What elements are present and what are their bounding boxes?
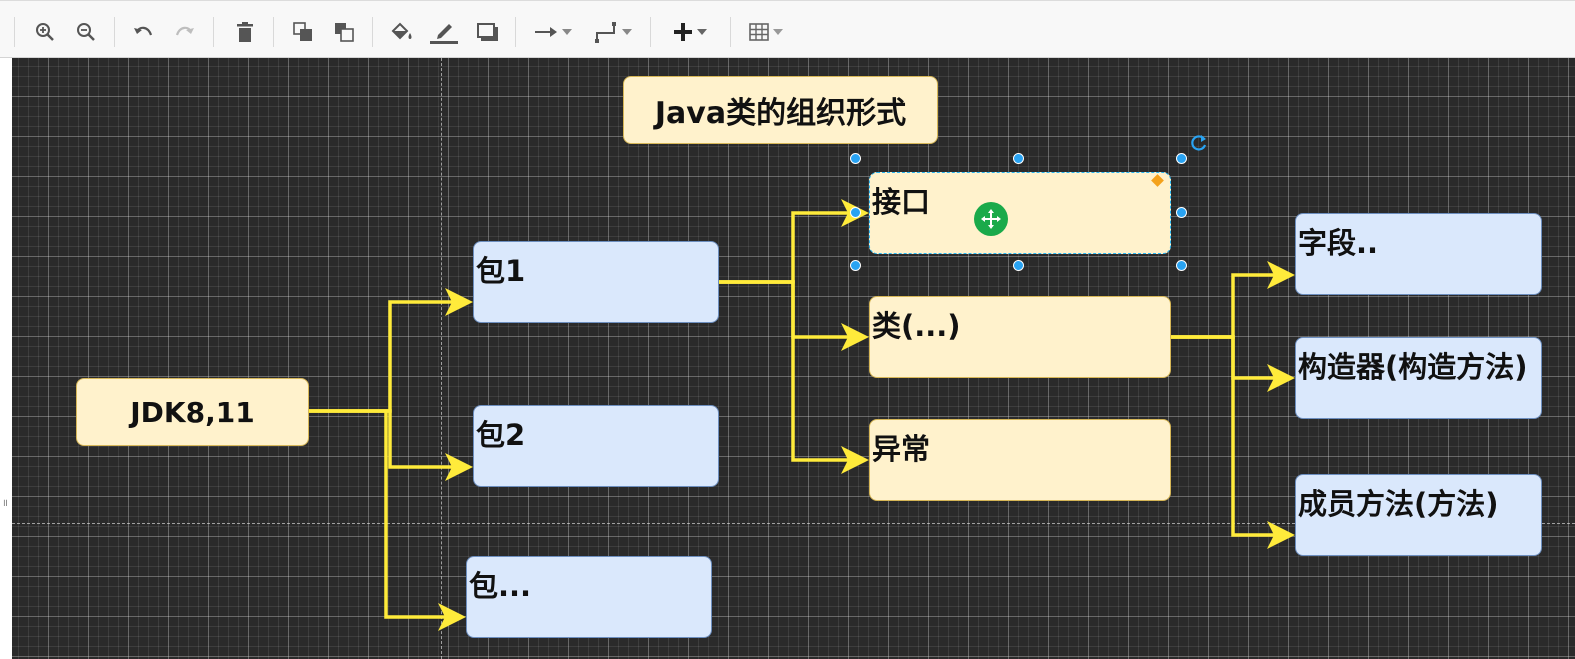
connector-package-to-exception: [719, 280, 869, 474]
connector-package-to-class: [719, 280, 869, 351]
constructor-node-label: 构造器(构造方法): [1298, 350, 1528, 384]
connector-package-to-interface: [719, 199, 869, 284]
connector-class-to-methods: [1171, 335, 1295, 549]
methods-node-label: 成员方法(方法): [1298, 487, 1499, 521]
to-front-icon[interactable]: [288, 15, 318, 49]
package-node[interactable]: 包1: [473, 241, 719, 323]
package-node-label: 包...: [469, 569, 532, 603]
table-icon[interactable]: [743, 15, 789, 49]
toolbar-divider: [650, 17, 651, 47]
drag-grip-icon[interactable]: ॥: [2, 498, 8, 509]
redo-icon[interactable]: [170, 15, 200, 49]
toolbar-divider: [273, 17, 274, 47]
resize-handle-se[interactable]: [1176, 260, 1187, 271]
delete-icon[interactable]: [230, 15, 260, 49]
resize-handle-nw[interactable]: [850, 153, 861, 164]
interface-node[interactable]: 接口: [869, 172, 1171, 254]
page-break-guide: [441, 58, 442, 659]
chevron-down-icon: [697, 29, 707, 35]
interface-node-label: 接口: [872, 185, 931, 219]
toolbar-divider: [730, 17, 731, 47]
resize-handle-s[interactable]: [1013, 260, 1024, 271]
connection-arrow-icon[interactable]: [530, 15, 576, 49]
shadow-icon[interactable]: [473, 15, 503, 49]
diagram-title-text: Java类的组织形式: [654, 96, 907, 131]
resize-handle-e[interactable]: [1176, 207, 1187, 218]
page-break-guide: [12, 523, 1575, 524]
toolbar: [0, 0, 1575, 58]
fields-node-label: 字段..: [1298, 226, 1379, 260]
waypoint-style-icon[interactable]: [590, 15, 636, 49]
diagram-title-node[interactable]: Java类的组织形式: [623, 76, 938, 144]
connector-root-to-package-more: [309, 409, 466, 631]
fill-color-icon[interactable]: [387, 15, 417, 49]
toolbar-divider: [372, 17, 373, 47]
connector-root-to-package-1: [309, 288, 473, 413]
resize-handle-ne[interactable]: [1176, 153, 1187, 164]
class-node[interactable]: 类(...): [869, 296, 1171, 378]
to-back-icon[interactable]: [329, 15, 359, 49]
resize-handle-w[interactable]: [850, 207, 861, 218]
sidebar-collapse-gutter[interactable]: ॥: [0, 58, 12, 659]
toolbar-divider: [14, 17, 15, 47]
move-handle-icon[interactable]: [974, 202, 1008, 236]
chevron-down-icon: [562, 29, 572, 35]
exception-node-label: 异常: [872, 432, 931, 466]
methods-node[interactable]: 成员方法(方法): [1295, 474, 1542, 556]
chevron-down-icon: [773, 29, 783, 35]
package-node-label: 包2: [476, 418, 526, 452]
connector-class-to-fields: [1171, 261, 1295, 339]
zoom-out-icon[interactable]: [71, 15, 101, 49]
insert-plus-icon[interactable]: [666, 15, 714, 49]
undo-icon[interactable]: [128, 15, 158, 49]
root-node-label: JDK8,11: [130, 395, 255, 429]
class-node-label: 类(...): [872, 309, 961, 343]
resize-handle-n[interactable]: [1013, 153, 1024, 164]
fields-node[interactable]: 字段..: [1295, 213, 1542, 295]
rotate-handle-icon[interactable]: [1189, 133, 1209, 158]
package-node-label: 包1: [476, 254, 526, 288]
root-node[interactable]: JDK8,11: [76, 378, 309, 446]
package-node[interactable]: 包2: [473, 405, 719, 487]
toolbar-divider: [213, 17, 214, 47]
package-node[interactable]: 包...: [466, 556, 712, 638]
toolbar-divider: [515, 17, 516, 47]
connector-class-to-constructor: [1171, 335, 1295, 392]
resize-handle-sw[interactable]: [850, 260, 861, 271]
constructor-node[interactable]: 构造器(构造方法): [1295, 337, 1542, 419]
chevron-down-icon: [622, 29, 632, 35]
zoom-in-icon[interactable]: [30, 15, 60, 49]
exception-node[interactable]: 异常: [869, 419, 1171, 501]
toolbar-divider: [114, 17, 115, 47]
line-color-icon[interactable]: [427, 15, 461, 49]
